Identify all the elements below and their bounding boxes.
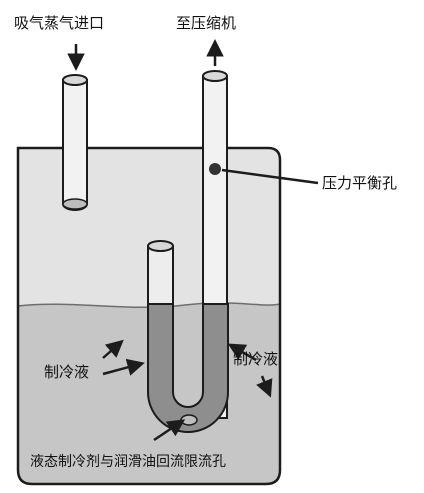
pressure-balance-hole	[209, 163, 221, 175]
u-tube-vapor-section	[147, 245, 174, 305]
return-orifice	[180, 414, 198, 426]
to-compressor-label: 至压缩机	[176, 14, 236, 32]
arrows	[67, 39, 319, 442]
refrigerant-left-label: 制冷液	[44, 363, 89, 381]
inlet-pipe	[62, 74, 88, 211]
pressure-hole-label: 压力平衡孔	[322, 174, 397, 192]
flow-arrow-right-down	[256, 375, 273, 398]
pressure-hole-leader	[221, 168, 319, 185]
flow-arrow-right-into-tube	[227, 343, 257, 362]
return-hole-arrow	[153, 419, 186, 442]
flow-arrow-left-up	[102, 339, 124, 359]
refrigerant-right-label: 制冷液	[233, 350, 278, 368]
flow-arrow-left-into-tube	[102, 358, 145, 376]
tank-outline	[16, 146, 282, 486]
inlet-label: 吸气蒸气进口	[14, 14, 104, 32]
return-hole-label: 液态制冷剂与润滑油回流限流孔	[30, 453, 226, 470]
liquid-surface-line	[17, 302, 281, 309]
u-tube	[147, 240, 229, 433]
